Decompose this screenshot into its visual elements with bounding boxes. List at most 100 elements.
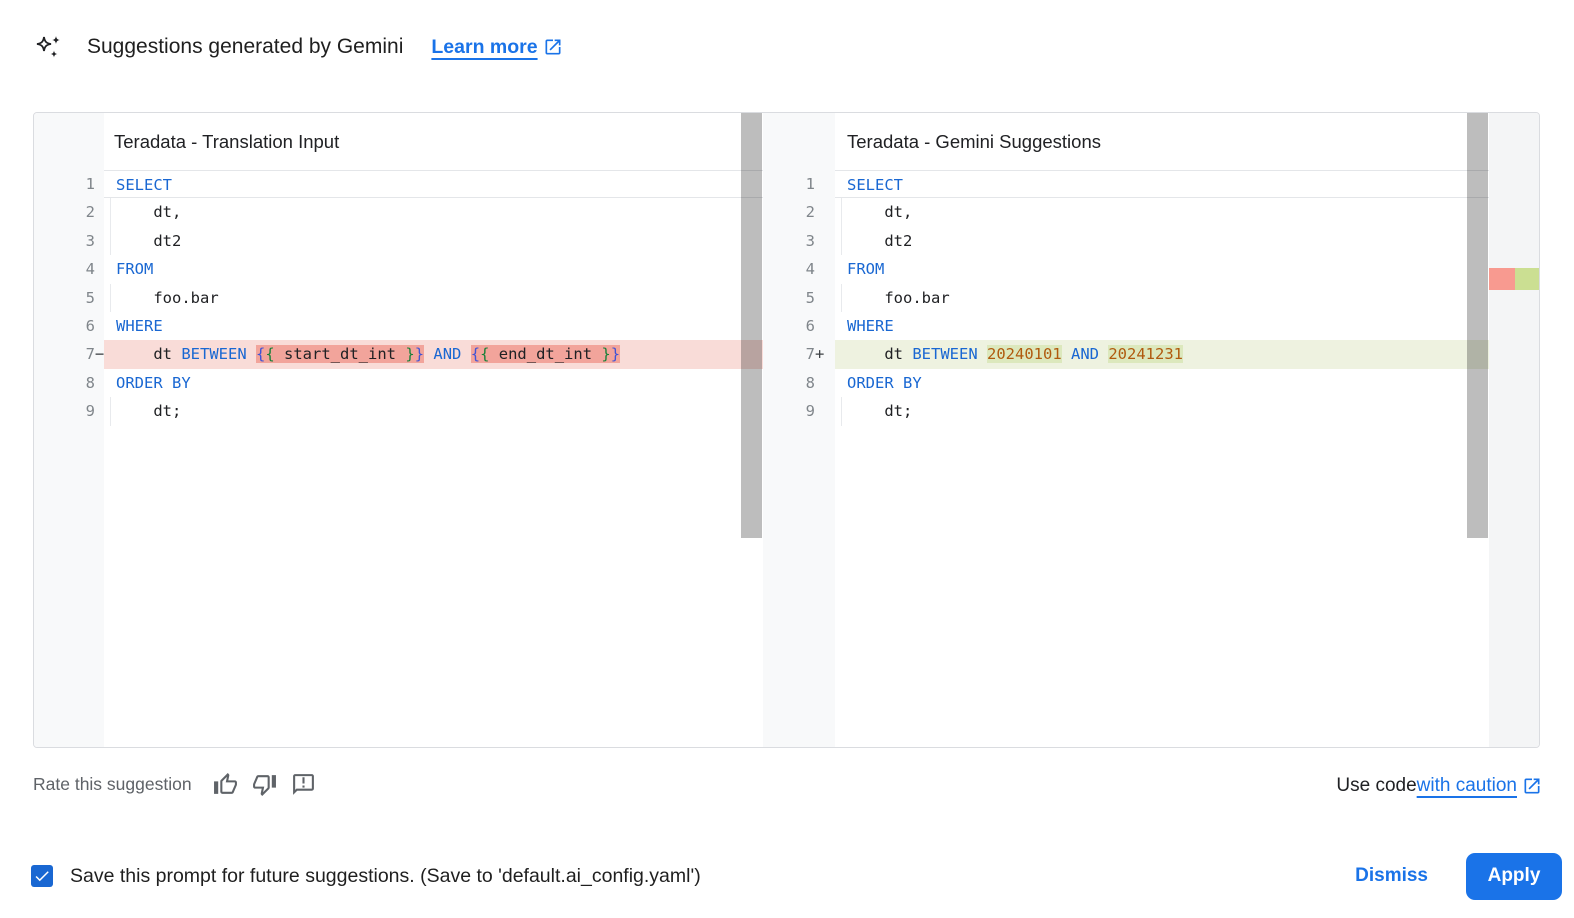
line-number-cell: 4 bbox=[763, 255, 835, 283]
code-text: dt, bbox=[104, 198, 763, 228]
code-text: FROM bbox=[116, 260, 154, 279]
save-prompt-checkbox[interactable] bbox=[31, 865, 53, 887]
diff-sign bbox=[95, 312, 104, 340]
code-text: SELECT bbox=[104, 170, 763, 199]
line-number-cell: 5 bbox=[34, 284, 104, 312]
code-text: dt BETWEEN {{ start_dt_int }} AND {{ end… bbox=[104, 340, 763, 369]
with-caution-link[interactable]: with caution bbox=[1417, 775, 1517, 797]
line-number-cell: 1 bbox=[763, 170, 835, 198]
open-in-new-icon bbox=[1524, 778, 1540, 794]
code-line[interactable]: 1 SELECT bbox=[763, 170, 1489, 199]
diff-sign bbox=[95, 284, 104, 312]
code-line[interactable]: 6 WHERE bbox=[763, 312, 1489, 340]
diff-marker-added[interactable] bbox=[1515, 268, 1539, 290]
line-number: 6 bbox=[805, 316, 815, 335]
line-number: 9 bbox=[85, 402, 95, 421]
line-number-cell: 6 bbox=[34, 312, 104, 340]
line-number-cell: 8 bbox=[763, 369, 835, 397]
line-number: 2 bbox=[85, 203, 95, 222]
code-text: dt2 bbox=[835, 226, 1489, 256]
thumbs-up-icon bbox=[214, 772, 238, 794]
line-number: 3 bbox=[85, 231, 95, 250]
code-text: WHERE bbox=[847, 316, 894, 335]
line-number: 5 bbox=[85, 288, 95, 307]
line-number: 3 bbox=[805, 231, 815, 250]
diff-sign bbox=[815, 369, 835, 397]
vertical-scrollbar[interactable] bbox=[1467, 113, 1488, 538]
vertical-scrollbar[interactable] bbox=[741, 113, 762, 538]
diff-sign bbox=[95, 397, 104, 425]
feedback-icon bbox=[293, 773, 314, 795]
line-number: 8 bbox=[805, 373, 815, 392]
line-number: 9 bbox=[805, 402, 815, 421]
line-number: 6 bbox=[85, 316, 95, 335]
line-number-cell: 4 bbox=[34, 255, 104, 283]
use-code-caution: Use code with caution bbox=[1336, 772, 1542, 800]
diff-sign bbox=[815, 312, 835, 340]
diff-sign bbox=[95, 170, 104, 198]
code-line[interactable]: 7+ dt BETWEEN 20240101 AND 20241231 bbox=[763, 340, 1489, 369]
line-number: 7 bbox=[805, 345, 815, 364]
code-line[interactable]: 9 dt; bbox=[763, 397, 1489, 426]
line-number-gutter bbox=[34, 113, 104, 747]
code-line[interactable]: 3 dt2 bbox=[34, 226, 763, 256]
line-number-cell: 9 bbox=[34, 397, 104, 425]
code-line[interactable]: 5 foo.bar bbox=[763, 283, 1489, 313]
code-line[interactable]: 3 dt2 bbox=[763, 226, 1489, 256]
code-text: dt; bbox=[835, 397, 1489, 426]
diff-marker-removed[interactable] bbox=[1489, 268, 1515, 290]
diff-overview-ruler[interactable] bbox=[1489, 113, 1539, 747]
code-line[interactable]: 9 dt; bbox=[34, 397, 763, 426]
dismiss-button[interactable]: Dismiss bbox=[1355, 865, 1428, 886]
open-in-new-icon bbox=[545, 39, 561, 55]
line-number-cell: 1 bbox=[34, 170, 104, 198]
diff-sign: − bbox=[95, 345, 105, 364]
code-text: dt2 bbox=[104, 226, 763, 256]
diff-sign bbox=[95, 369, 104, 397]
diff-sign bbox=[815, 170, 835, 198]
diff-sign bbox=[95, 255, 104, 283]
code-line[interactable]: 1 SELECT bbox=[34, 170, 763, 199]
diff-sign bbox=[95, 227, 104, 255]
line-number: 8 bbox=[85, 373, 95, 392]
use-code-text: Use code bbox=[1336, 775, 1417, 796]
code-text: SELECT bbox=[835, 170, 1489, 199]
code-line[interactable]: 7− dt BETWEEN {{ start_dt_int }} AND {{ … bbox=[34, 340, 763, 369]
line-number-cell: 9 bbox=[763, 397, 835, 425]
feedback-button[interactable] bbox=[291, 771, 317, 797]
apply-button[interactable]: Apply bbox=[1466, 852, 1562, 900]
thumbs-up-button[interactable] bbox=[213, 771, 239, 797]
line-number-cell: 2 bbox=[34, 198, 104, 226]
header: Suggestions generated by Gemini Learn mo… bbox=[33, 28, 563, 66]
code-text: dt; bbox=[104, 397, 763, 426]
line-number-cell: 5 bbox=[763, 284, 835, 312]
line-number-cell: 2 bbox=[763, 198, 835, 226]
code-line[interactable]: 4 FROM bbox=[34, 255, 763, 283]
page-title: Suggestions generated by Gemini bbox=[87, 35, 404, 58]
line-number: 1 bbox=[85, 175, 95, 193]
code-line[interactable]: 4 FROM bbox=[763, 255, 1489, 283]
line-number: 1 bbox=[805, 175, 815, 193]
rate-label: Rate this suggestion bbox=[33, 773, 192, 794]
code-text: dt BETWEEN 20240101 AND 20241231 bbox=[835, 340, 1489, 369]
code-text: FROM bbox=[847, 260, 885, 279]
code-text: foo.bar bbox=[104, 283, 763, 313]
line-number-gutter bbox=[763, 113, 835, 747]
code-line[interactable]: 5 foo.bar bbox=[34, 283, 763, 313]
learn-more-label: Learn more bbox=[431, 35, 538, 58]
code-line[interactable]: 2 dt, bbox=[763, 198, 1489, 228]
line-number-cell: 7+ bbox=[763, 340, 835, 368]
code-line[interactable]: 2 dt, bbox=[34, 198, 763, 228]
line-number: 5 bbox=[805, 288, 815, 307]
panel-title-suggestions: Teradata - Gemini Suggestions bbox=[847, 131, 1101, 152]
code-text: foo.bar bbox=[835, 283, 1489, 313]
thumbs-down-button[interactable] bbox=[252, 771, 278, 797]
diff-sign bbox=[815, 397, 835, 425]
learn-more-link[interactable]: Learn more bbox=[431, 36, 562, 59]
